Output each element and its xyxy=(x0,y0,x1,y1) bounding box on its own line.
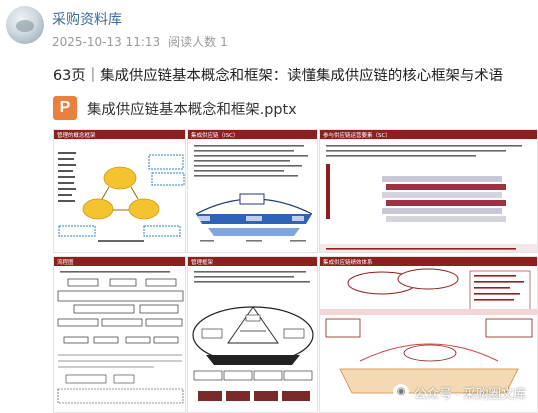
post-date: 2025-10-13 11:13 xyxy=(52,35,161,49)
attachment-file[interactable]: P 集成供应链基本概念和框架.pptx xyxy=(53,96,297,120)
watermark-text: 公众号 · 采购圈文库 xyxy=(414,385,526,401)
slide-thumbnail-4[interactable]: 流程图 xyxy=(53,256,186,413)
slide-2-title: 集成供应链（ISC） xyxy=(191,131,238,139)
slide-preview-grid[interactable]: 管理的概念框架 集成供应链（ISC） xyxy=(53,129,538,413)
attachment-file-name[interactable]: 集成供应链基本概念和框架.pptx xyxy=(87,101,297,118)
post-title: 63页｜集成供应链基本概念和框架：读懂集成供应链的核心框架与术语 xyxy=(53,68,504,84)
slide-4-title: 流程图 xyxy=(57,258,74,266)
readers-label: 阅读人数 xyxy=(168,35,217,49)
watermark: ◉ 公众号 · 采购圈文库 xyxy=(393,383,526,401)
slide-3-title: 参与供应链运营要素（SC） xyxy=(323,131,391,139)
slide-1-title: 管理的概念框架 xyxy=(57,131,96,139)
readers-count: 1 xyxy=(220,35,228,49)
slide-thumbnail-5[interactable]: 管理框架 xyxy=(187,256,318,413)
slide-thumbnail-3[interactable]: 参与供应链运营要素（SC） xyxy=(319,129,538,253)
slide-6-title: 集成供应链绩效体系 xyxy=(323,258,373,266)
wechat-official-account-icon: ◉ xyxy=(393,384,410,400)
slide-thumbnail-1[interactable]: 管理的概念框架 xyxy=(53,129,186,253)
slide-thumbnail-2[interactable]: 集成供应链（ISC） xyxy=(187,129,318,253)
slide-5-title: 管理框架 xyxy=(191,258,214,266)
slide-thumbnail-6[interactable]: 集成供应链绩效体系 xyxy=(319,256,538,413)
author-avatar[interactable] xyxy=(6,6,44,44)
pptx-file-icon: P xyxy=(53,96,77,120)
author-name[interactable]: 采购资料库 xyxy=(52,12,122,28)
